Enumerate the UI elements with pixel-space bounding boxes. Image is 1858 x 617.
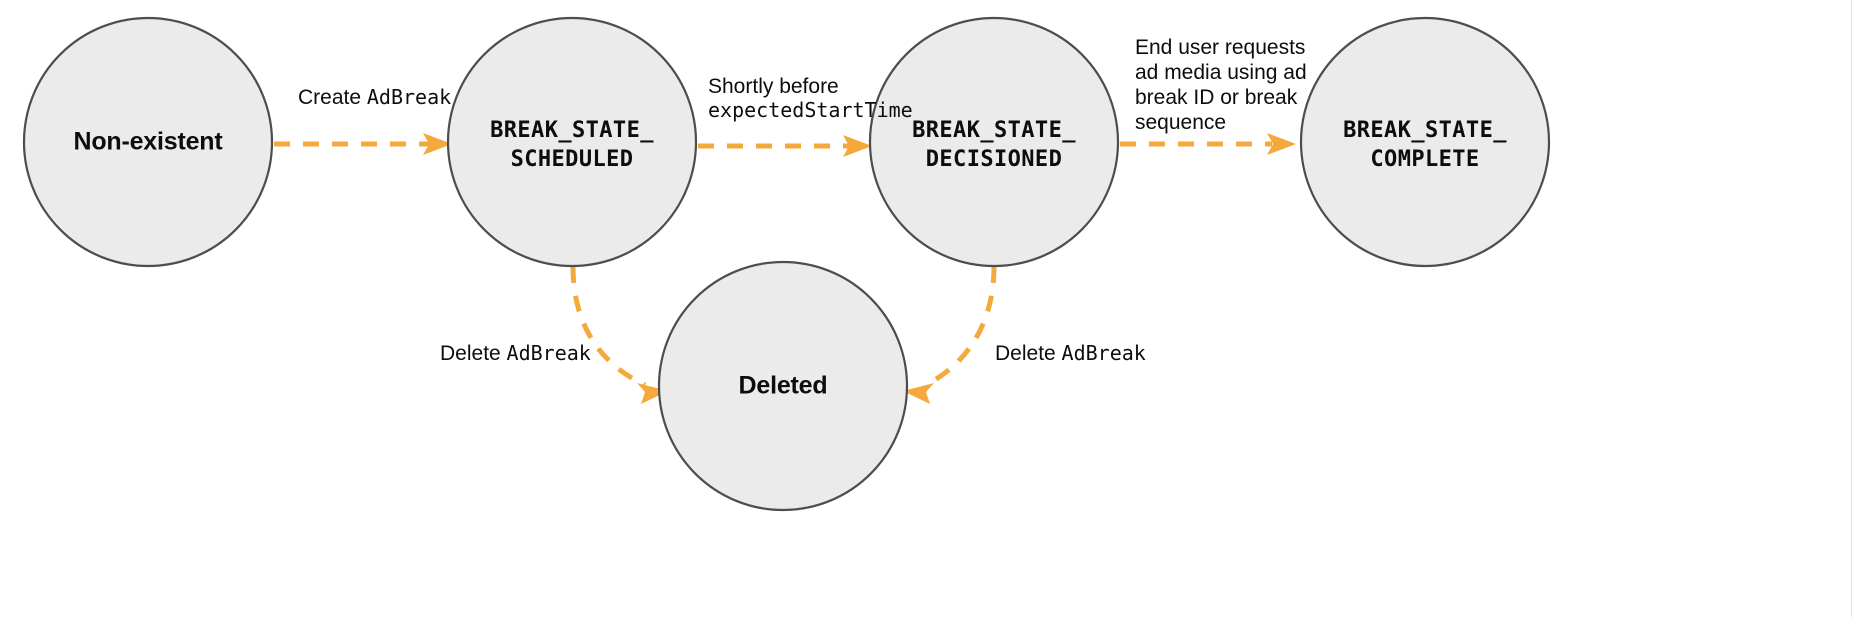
edge-create-adbreak-arrowhead — [423, 133, 452, 155]
edge-label-delete-from-scheduled-mono: AdBreak — [507, 341, 591, 365]
node-deleted[interactable]: Deleted — [657, 260, 909, 512]
node-break-state-scheduled[interactable]: BREAK_STATE_ SCHEDULED — [446, 16, 698, 268]
edge-shortly-before-arrowhead — [843, 135, 872, 157]
node-non-existent-label: Non-existent — [73, 128, 223, 156]
edge-delete-from-decisioned-line — [924, 266, 997, 388]
edge-label-delete-from-decisioned-mono: AdBreak — [1062, 341, 1146, 365]
edge-shortly-before — [698, 135, 872, 157]
edge-label-shortly-before-mono: expectedStartTime — [708, 98, 913, 122]
node-break-state-complete-label-line1: BREAK_STATE_ — [1343, 118, 1507, 143]
edge-label-end-user-requests-line4: sequence — [1135, 111, 1226, 134]
node-break-state-complete-shape[interactable] — [1299, 16, 1551, 268]
edge-label-delete-from-scheduled-sans: Delete — [440, 342, 507, 365]
edge-create-adbreak — [274, 133, 452, 155]
edge-label-end-user-requests: End user requests ad media using ad brea… — [1135, 36, 1307, 134]
edge-end-user-requests-arrowhead — [1267, 133, 1296, 155]
edge-label-create-adbreak-mono: AdBreak — [367, 85, 451, 109]
edge-delete-from-decisioned-arrowhead — [903, 383, 934, 404]
node-break-state-complete[interactable]: BREAK_STATE_ COMPLETE — [1299, 16, 1551, 268]
edge-delete-from-scheduled — [570, 266, 668, 404]
edge-label-shortly-before-line2: expectedStartTime — [708, 98, 913, 122]
edge-label-delete-from-decisioned-sans: Delete — [995, 342, 1062, 365]
node-break-state-scheduled-label-line2: SCHEDULED — [511, 147, 634, 172]
edge-label-delete-from-scheduled: Delete AdBreak — [440, 341, 591, 365]
node-deleted-shape[interactable] — [657, 260, 909, 512]
edge-label-shortly-before-line1: Shortly before — [708, 75, 839, 98]
node-break-state-complete-label-line2: COMPLETE — [1370, 147, 1479, 172]
node-break-state-decisioned-shape[interactable] — [868, 16, 1120, 268]
edge-label-create-adbreak: Create AdBreak — [298, 85, 451, 109]
node-deleted-label: Deleted — [739, 372, 828, 400]
edge-label-create-adbreak-sans: Create — [298, 86, 367, 109]
edge-label-shortly-before-sans: Shortly before — [708, 75, 839, 98]
edge-label-end-user-requests-line3: break ID or break — [1135, 86, 1298, 109]
edge-label-delete-from-decisioned: Delete AdBreak — [995, 341, 1146, 365]
node-break-state-decisioned-label-line1: BREAK_STATE_ — [912, 118, 1076, 143]
node-non-existent[interactable]: Non-existent — [22, 16, 274, 268]
node-break-state-scheduled-shape[interactable] — [446, 16, 698, 268]
edge-end-user-requests — [1120, 133, 1296, 155]
page-edge-divider — [1851, 0, 1852, 617]
node-break-state-scheduled-label-line1: BREAK_STATE_ — [490, 118, 654, 143]
node-break-state-decisioned[interactable]: BREAK_STATE_ DECISIONED — [868, 16, 1120, 268]
edge-label-shortly-before: Shortly before expectedStartTime — [708, 75, 913, 122]
node-non-existent-shape[interactable] — [22, 16, 274, 268]
edge-label-end-user-requests-line1: End user requests — [1135, 36, 1305, 59]
edge-delete-from-scheduled-line — [570, 266, 647, 388]
node-break-state-decisioned-label-line2: DECISIONED — [926, 147, 1062, 172]
edge-label-end-user-requests-line2: ad media using ad — [1135, 61, 1307, 84]
edge-delete-from-decisioned — [903, 266, 997, 404]
edge-delete-from-scheduled-arrowhead — [637, 383, 668, 404]
